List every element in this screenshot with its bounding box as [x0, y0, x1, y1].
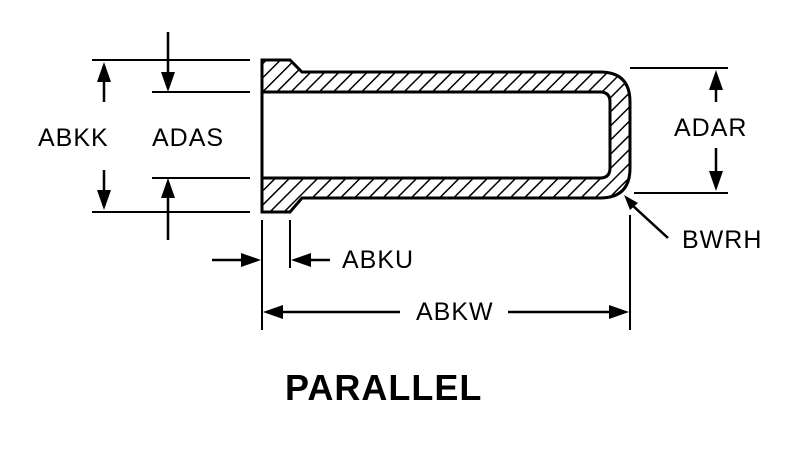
sleeve-wall-section: [260, 58, 632, 214]
adar-dimension: [630, 67, 728, 194]
abku-dimension: [212, 220, 330, 330]
diagram-title: PARALLEL: [285, 367, 482, 408]
abkw-dimension: [263, 215, 631, 330]
abkk-dimension: [92, 59, 250, 213]
bwrh-leader: [624, 195, 669, 239]
adas-label: ADAS: [152, 124, 224, 152]
abkw-label: ABKW: [416, 298, 494, 326]
adas-dimension: [152, 32, 250, 240]
abkk-label: ABKK: [38, 124, 109, 152]
adar-label: ADAR: [674, 114, 747, 142]
bwrh-label: BWRH: [682, 226, 762, 254]
abku-label: ABKU: [342, 246, 414, 274]
